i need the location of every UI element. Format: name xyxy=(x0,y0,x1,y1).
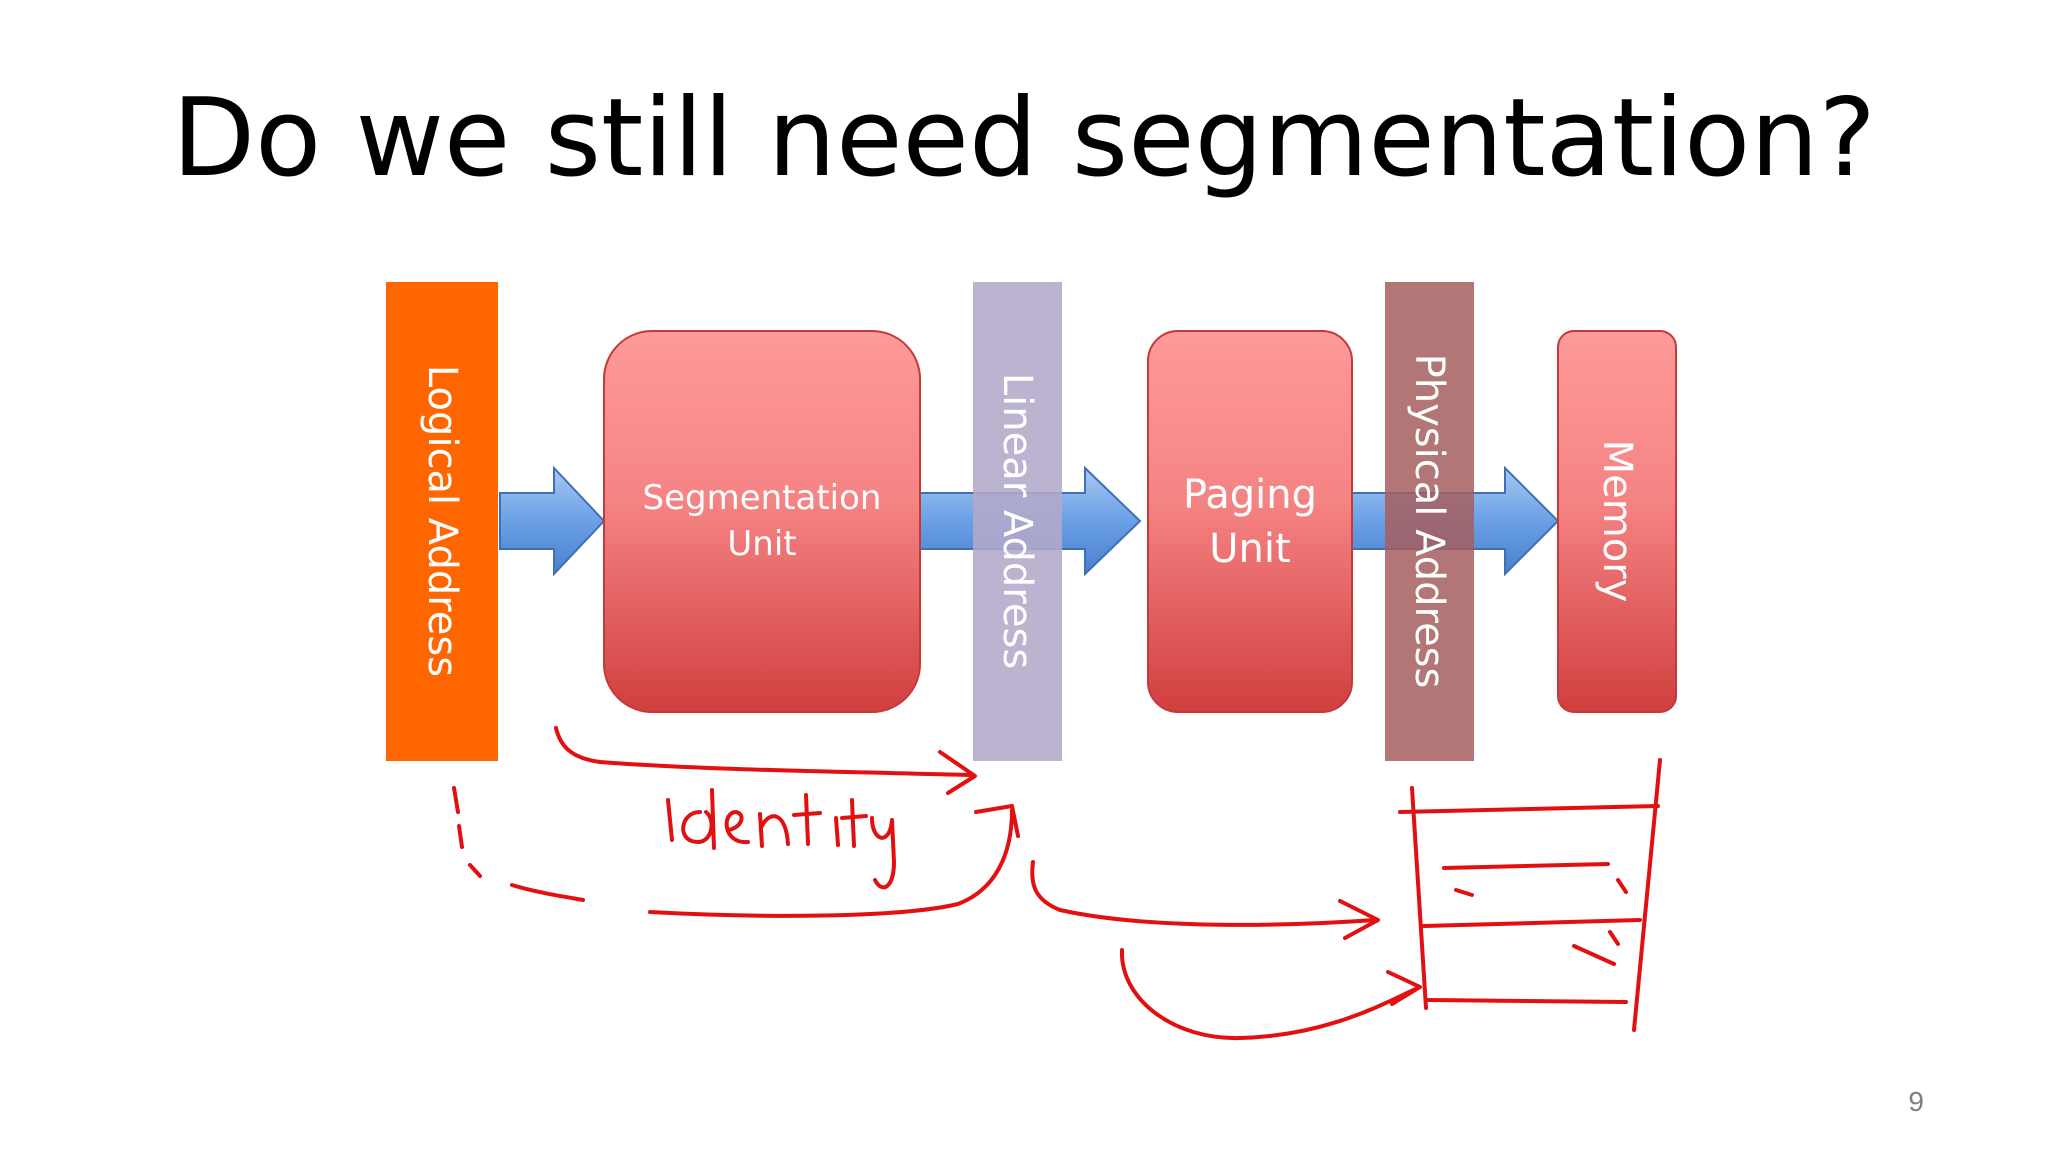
logical-address-bar xyxy=(386,282,498,761)
annotation-arrowhead-table-1 xyxy=(1338,899,1380,940)
annotation-dashed-path xyxy=(452,786,585,902)
physical-address-label: Physical Address xyxy=(1406,353,1452,689)
identity-t2 xyxy=(840,798,868,848)
identity-i2 xyxy=(834,816,840,847)
identity-n xyxy=(758,812,790,848)
annotation-arrow-top xyxy=(554,726,974,777)
identity-e xyxy=(724,810,750,845)
annotation-arrowhead-top xyxy=(938,750,977,795)
page-table-tick xyxy=(1572,944,1616,966)
identity-y xyxy=(870,816,896,890)
memory-box xyxy=(1557,330,1677,713)
page-table-tick xyxy=(1616,878,1628,894)
annotation-arrow-lower xyxy=(648,808,1014,918)
page-table-row-line xyxy=(1422,918,1642,928)
slide-title: Do we still need segmentation? xyxy=(172,76,1876,201)
handwritten-annotations xyxy=(452,726,1662,1041)
memory-label: Memory xyxy=(1594,439,1640,603)
segmentation-unit-box xyxy=(603,330,921,713)
annotation-arrowhead-table-2 xyxy=(1386,970,1422,1006)
annotation-arrow-to-table-1 xyxy=(1030,860,1377,927)
page-table-tick xyxy=(1454,888,1474,897)
linear-address-bar xyxy=(973,282,1062,761)
paging-unit-box xyxy=(1147,330,1353,713)
identity-t xyxy=(792,793,822,846)
identity-i1 xyxy=(666,798,674,842)
logical-address-label: Logical Address xyxy=(419,364,465,678)
page-table-right-edge xyxy=(1632,758,1662,1032)
page-table-row-line xyxy=(1426,998,1628,1004)
segmentation-unit-label: Segmentation Unit xyxy=(642,477,882,564)
page-table-row-line xyxy=(1442,862,1610,870)
identity-d xyxy=(681,788,716,850)
annotation-arrow-to-table-2 xyxy=(1119,948,1420,1041)
physical-address-bar xyxy=(1385,282,1474,761)
annotation-arrowhead-lower xyxy=(974,804,1020,838)
page-number: 9 xyxy=(1908,1086,1924,1117)
arrow-logical-to-segmentation xyxy=(499,465,606,577)
paging-unit-label: Paging Unit xyxy=(1182,471,1318,572)
page-table-tick xyxy=(1608,930,1620,946)
page-table-row-line xyxy=(1398,804,1660,814)
page-table-left-edge xyxy=(1410,786,1428,1010)
linear-address-label: Linear Address xyxy=(994,372,1040,670)
